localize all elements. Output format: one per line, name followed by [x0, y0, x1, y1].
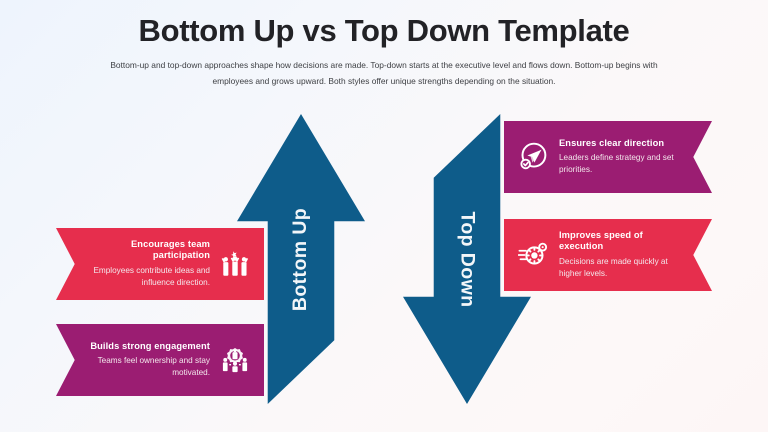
- speed-gear-icon: [518, 240, 548, 270]
- header: Bottom Up vs Top Down Template Bottom-up…: [0, 13, 768, 89]
- left-banner-1-text: Encourages team participation Employees …: [86, 239, 210, 289]
- left-banner-1[interactable]: Encourages team participation Employees …: [56, 228, 264, 300]
- right-banner-2-text: Improves speed of execution Decisions ar…: [559, 230, 682, 280]
- right-banner-2-title: Improves speed of execution: [559, 230, 643, 252]
- three-people-celebrate-icon: [220, 249, 250, 279]
- left-banner-2-text: Builds strong engagement Teams feel owne…: [86, 341, 210, 379]
- left-banner-1-title: Encourages team participation: [130, 239, 210, 261]
- bottom-up-arrow-label: Bottom Up: [289, 207, 312, 311]
- right-banner-1[interactable]: Ensures clear direction Leaders define s…: [504, 121, 712, 193]
- team-gear-icon: [220, 345, 250, 375]
- right-banner-2-desc: Decisions are made quickly at higher lev…: [559, 256, 668, 278]
- right-banner-1-title: Ensures clear direction: [559, 137, 665, 148]
- left-banner-2-desc: Teams feel ownership and stay motivated.: [97, 355, 210, 378]
- paper-plane-check-icon: [518, 142, 548, 172]
- top-down-arrow-label: Top Down: [456, 211, 479, 307]
- left-banner-2-title: Builds strong engagement: [90, 340, 210, 351]
- right-banner-2[interactable]: Improves speed of execution Decisions ar…: [504, 219, 712, 291]
- right-banner-1-text: Ensures clear direction Leaders define s…: [559, 138, 682, 176]
- page-subtitle: Bottom-up and top-down approaches shape …: [110, 60, 658, 86]
- left-banner-1-desc: Employees contribute ideas and influence…: [93, 265, 210, 287]
- left-banner-2[interactable]: Builds strong engagement Teams feel owne…: [56, 324, 264, 396]
- right-banner-1-desc: Leaders define strategy and set prioriti…: [559, 152, 674, 175]
- page-title: Bottom Up vs Top Down Template: [138, 13, 630, 48]
